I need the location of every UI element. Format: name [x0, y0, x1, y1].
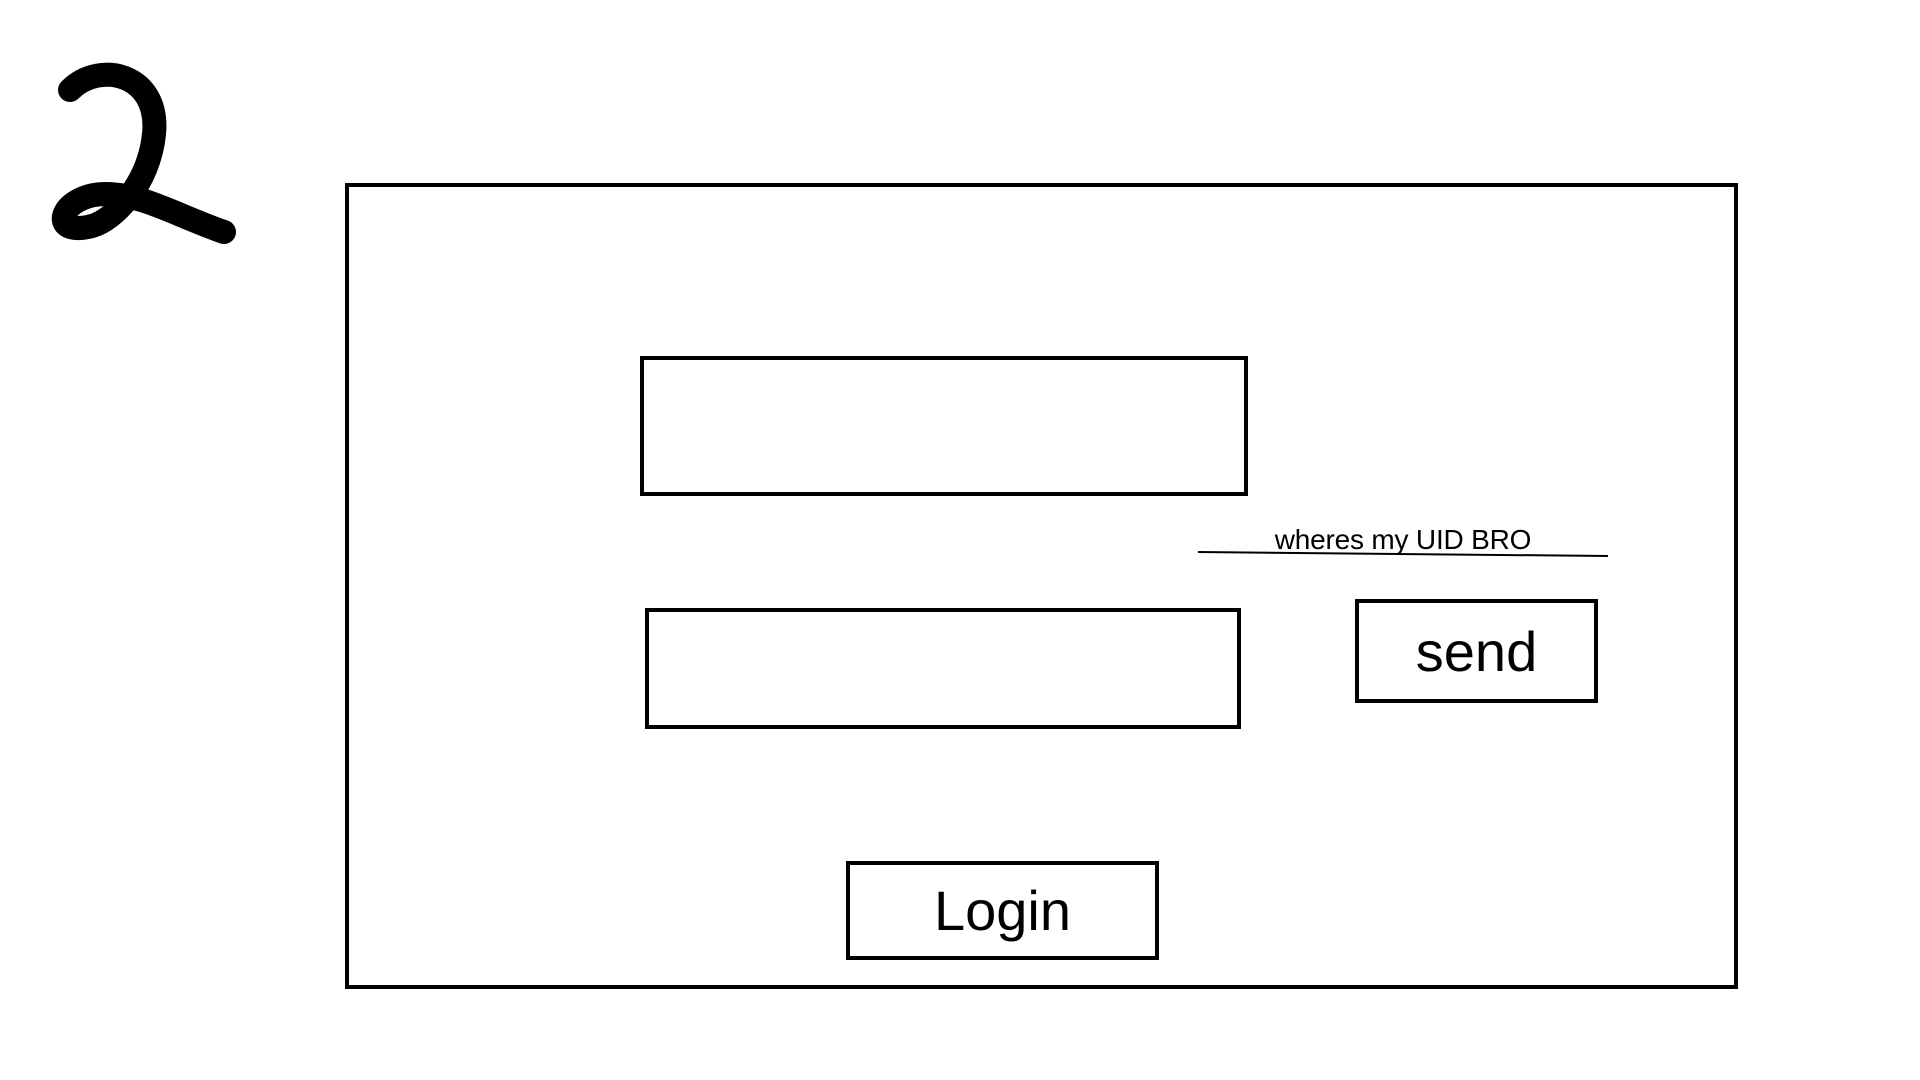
login-button[interactable]: Login	[846, 861, 1159, 960]
login-window-frame	[345, 183, 1738, 989]
uid-input-field[interactable]	[640, 356, 1248, 496]
uid-link-underline	[1197, 551, 1609, 557]
wheres-my-uid-link[interactable]: wheres my UID BRO	[1274, 524, 1532, 555]
send-button[interactable]: send	[1355, 599, 1598, 703]
step-number-2-mark	[51, 62, 236, 244]
code-input-field[interactable]	[645, 608, 1241, 729]
